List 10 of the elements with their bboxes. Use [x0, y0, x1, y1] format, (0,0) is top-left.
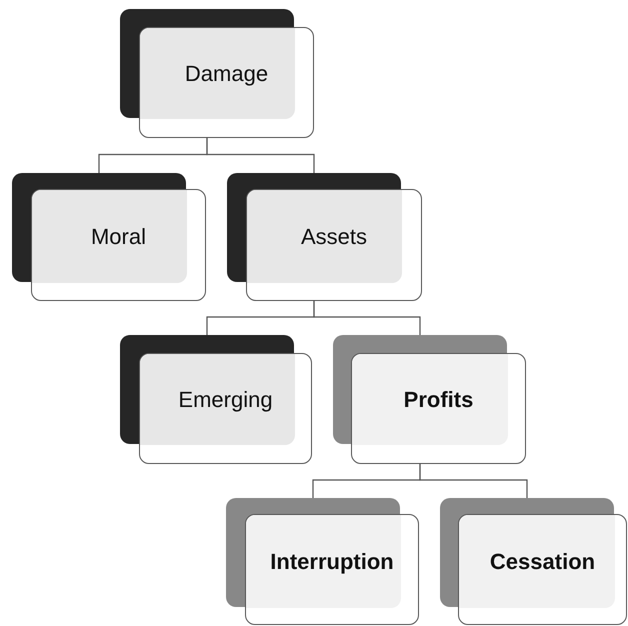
connector-line [419, 464, 528, 498]
node-label: Damage [184, 60, 268, 88]
connector-line [313, 301, 421, 335]
node-label: Profits [404, 386, 474, 414]
node-label: Assets [300, 223, 368, 251]
node-label: Moral [90, 223, 146, 251]
node-label: Interruption [270, 548, 394, 576]
node-label: Emerging [178, 386, 273, 414]
connector-line [206, 138, 315, 173]
node-label: Cessation [490, 548, 596, 576]
